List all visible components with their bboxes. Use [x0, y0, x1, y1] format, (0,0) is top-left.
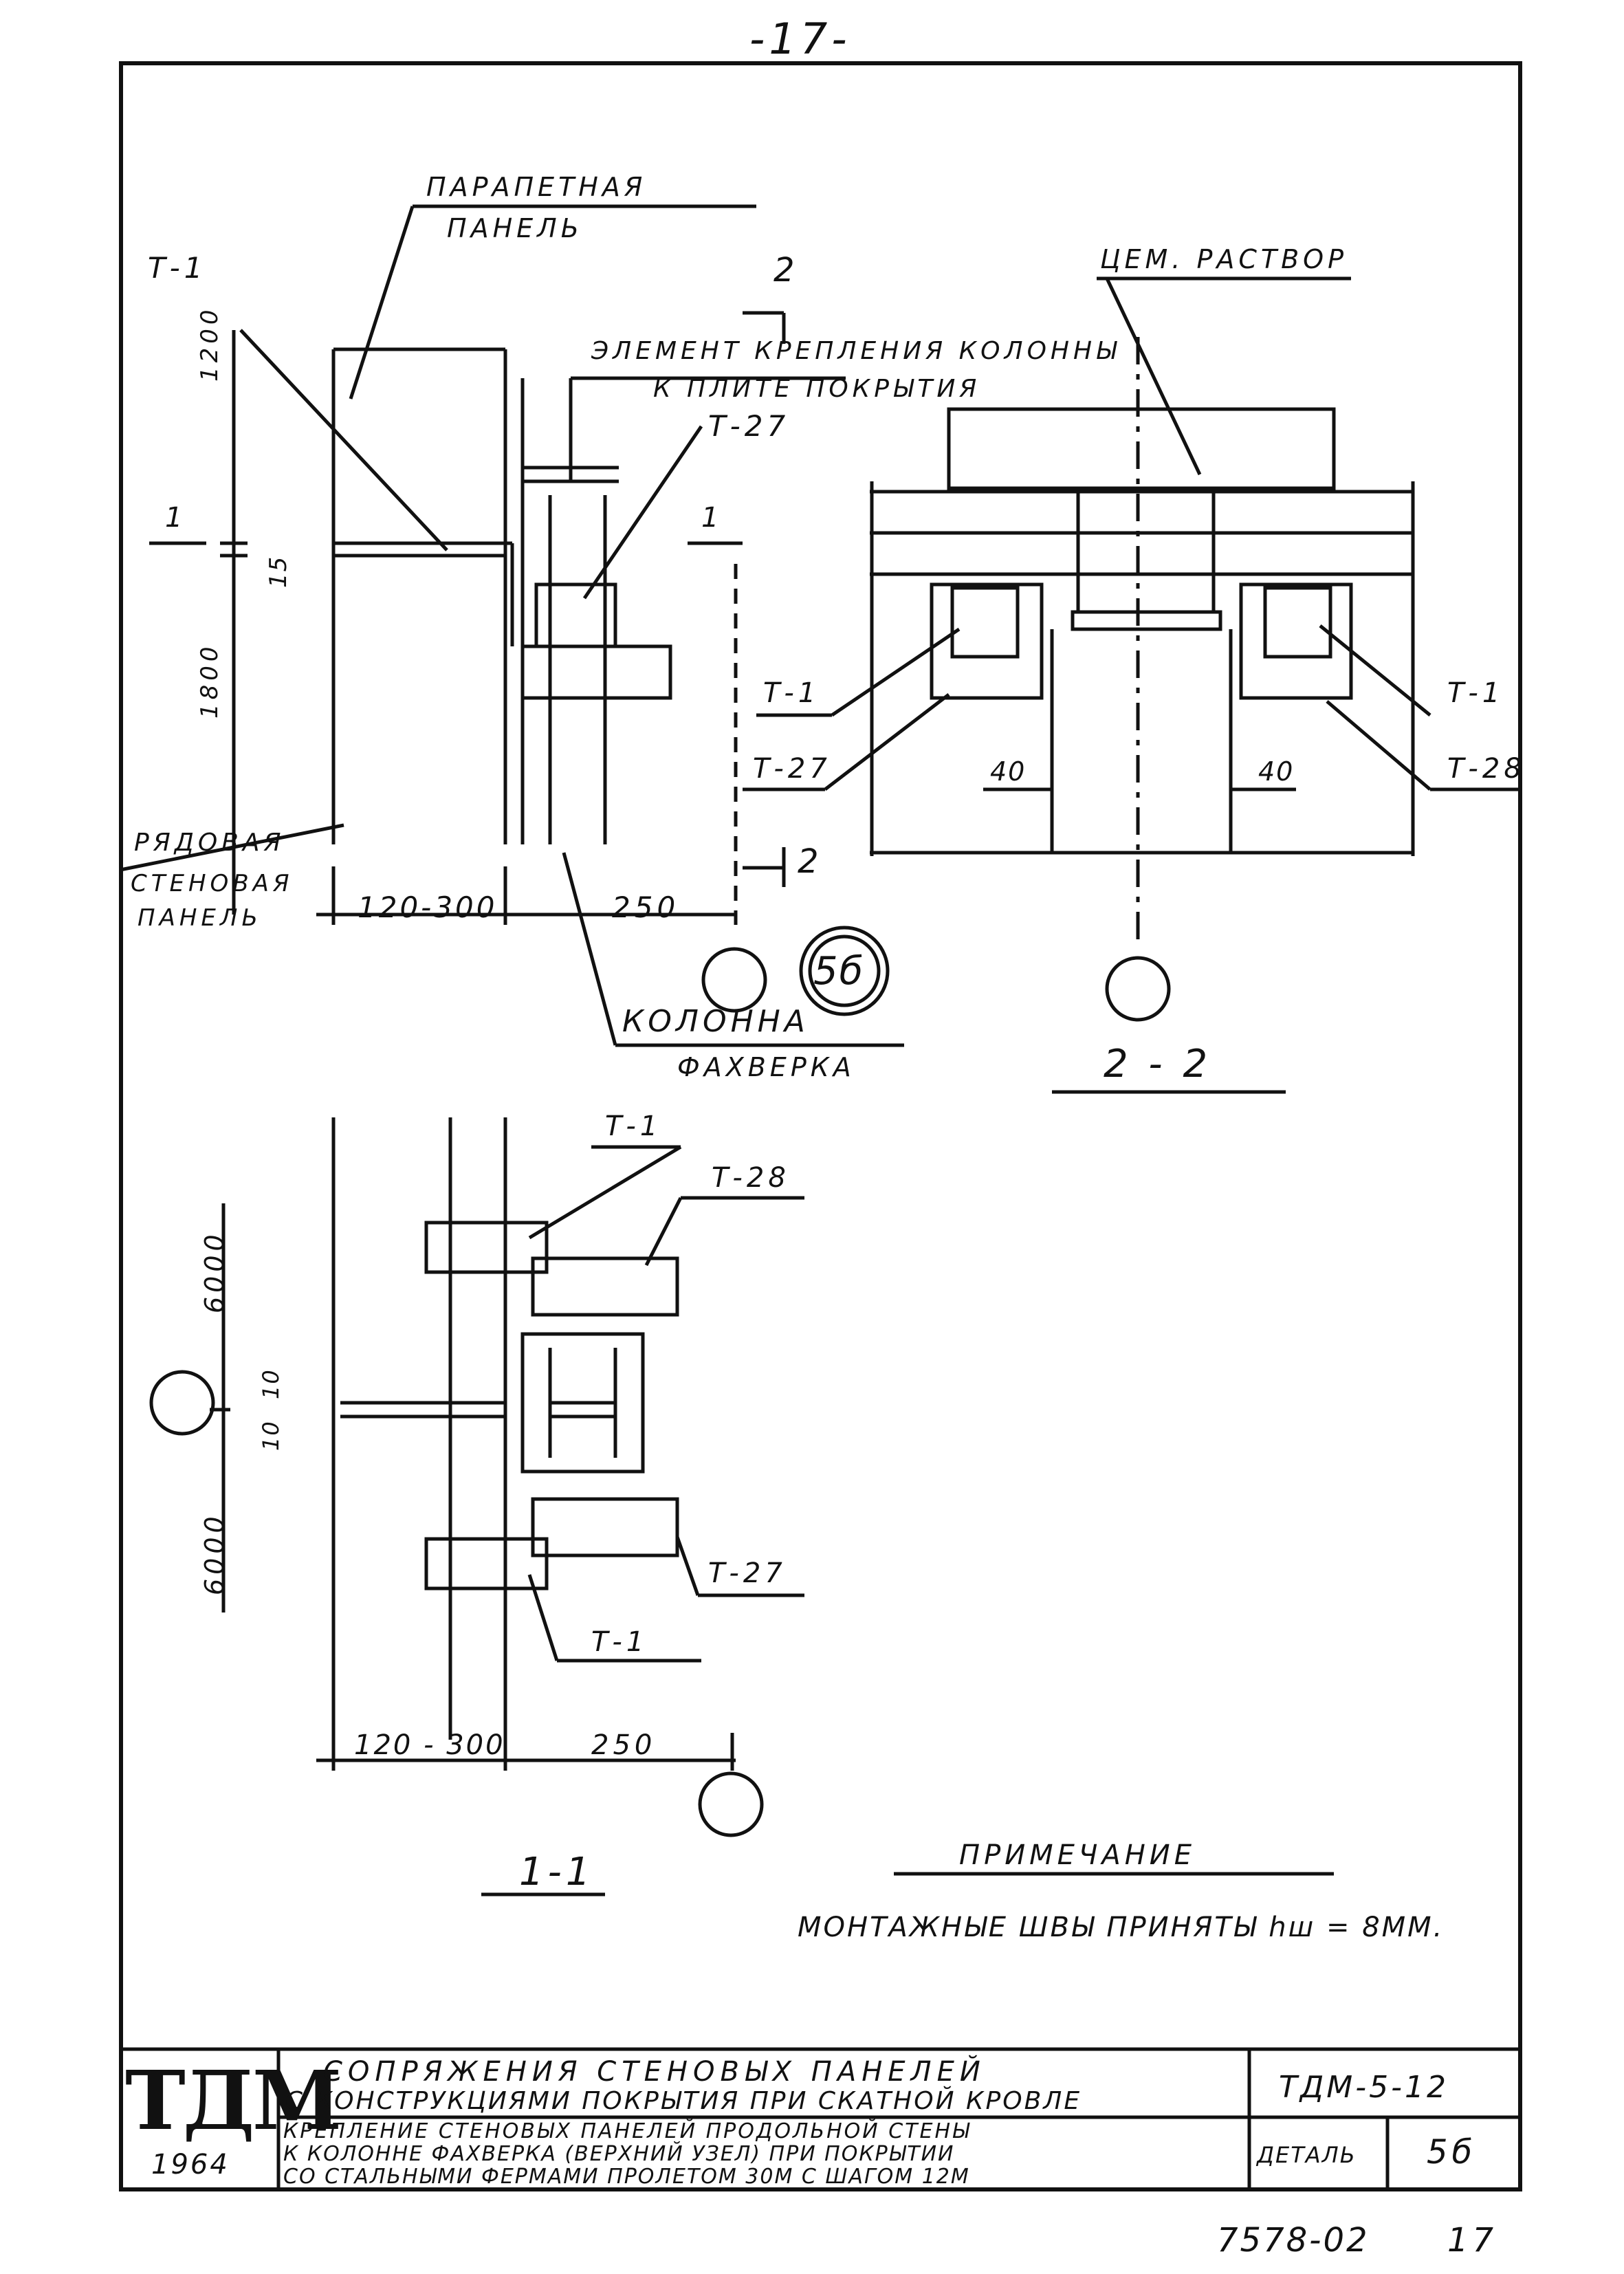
label-t1-2-2-left: Т-1 — [763, 677, 820, 709]
title-block-code: ТДМ-5-12 — [1279, 2070, 1449, 2105]
label-t27-1-1: Т-27 — [708, 1557, 787, 1589]
label-t1-1-1-top: Т-1 — [605, 1111, 662, 1142]
title-block-detail-label: ДЕТАЛЬ — [1257, 2142, 1357, 2168]
main-elevation-geometry — [120, 204, 904, 1047]
dim-120-300-main: 120-300 — [358, 890, 498, 924]
title-block-detail-value: 5б — [1427, 2133, 1477, 2172]
label-element-line-1: ЭЛЕМЕНТ КРЕПЛЕНИЯ КОЛОННЫ — [591, 337, 1121, 365]
label-t1-1-1-bottom: Т-1 — [591, 1626, 648, 1658]
label-element-line-2: К ПЛИТЕ ПОКРЫТИЯ — [653, 375, 981, 403]
detail-badge: 5б — [813, 949, 865, 994]
detail-badge-ring-outer — [799, 926, 890, 1016]
axis-bubble-main — [701, 947, 767, 1013]
desc-line-2: К КОЛОННЕ ФАХВЕРКА (ВЕРХНИЙ УЗЕЛ) ПРИ ПО… — [283, 2142, 955, 2166]
label-t27-2-2: Т-27 — [753, 753, 831, 785]
label-mortar: ЦЕМ. РАСТВОР — [1100, 244, 1348, 274]
dim-120-300-1-1: 120 - 300 — [354, 1729, 505, 1761]
dim-15: 15 — [265, 555, 292, 588]
section-1-1-geometry — [149, 1117, 804, 1896]
note-text: МОНТАЖНЫЕ ШВЫ ПРИНЯТЫ hш = 8ММ. — [798, 1912, 1445, 1943]
dim-40-right: 40 — [1258, 756, 1295, 787]
axis-bubble-1-1-left — [149, 1370, 215, 1436]
label-column-line-2: ФАХВЕРКА — [677, 1052, 855, 1082]
section-mark-2-top: 2 — [773, 251, 799, 289]
dim-1800: 1800 — [196, 642, 223, 719]
dim-6000-top: 6000 — [199, 1230, 230, 1313]
label-row-panel-line-3: ПАНЕЛЬ — [138, 904, 262, 932]
label-t27-main: Т-27 — [708, 409, 790, 443]
label-column-line-1: КОЛОННА — [622, 1004, 809, 1039]
desc-line-1: КРЕПЛЕНИЕ СТЕНОВЫХ ПАНЕЛЕЙ ПРОДОЛЬНОЙ СТ… — [283, 2119, 972, 2143]
archive-code: 7578-02 — [1217, 2221, 1370, 2260]
label-t1-main: Т-1 — [148, 251, 207, 285]
title-line-1: СОПРЯЖЕНИЯ СТЕНОВЫХ ПАНЕЛЕЙ — [323, 2056, 986, 2088]
dim-40-left: 40 — [990, 756, 1027, 787]
title-block-year: 1964 — [151, 2149, 230, 2180]
axis-bubble-1-1-bottom — [698, 1771, 764, 1837]
section-2-2-geometry — [743, 276, 1519, 1094]
dim-10-top: 10 — [258, 1368, 284, 1399]
section-mark-1-right: 1 — [701, 502, 723, 534]
page-number-bottom: 17 — [1447, 2221, 1498, 2260]
dim-1200: 1200 — [196, 305, 223, 382]
dim-10-bottom: 10 — [258, 1420, 284, 1451]
detail-badge-ring-inner — [808, 934, 881, 1007]
desc-line-3: СО СТАЛЬНЫМИ ФЕРМАМИ ПРОЛЕТОМ 30М С ШАГО… — [283, 2165, 970, 2189]
dim-250-main: 250 — [612, 890, 680, 924]
title-line-2: С КОНСТРУКЦИЯМИ ПОКРЫТИЯ ПРИ СКАТНОЙ КРО… — [285, 2087, 1082, 2115]
label-t1-2-2-right: Т-1 — [1447, 677, 1504, 709]
axis-bubble-2-2 — [1105, 956, 1171, 1022]
sheet-frame — [119, 61, 1522, 2191]
dim-6000-bottom: 6000 — [199, 1512, 230, 1595]
section-mark-1-left: 1 — [165, 502, 187, 534]
page-number-top: -17- — [749, 14, 851, 64]
label-t28-2-2: Т-28 — [1447, 753, 1526, 785]
label-t28-1-1: Т-28 — [712, 1162, 790, 1194]
title-block-logo: ТДМ — [125, 2053, 342, 2148]
label-parapet-line-1: ПАРАПЕТНАЯ — [426, 172, 647, 202]
label-row-panel-line-2: СТЕНОВАЯ — [131, 870, 294, 897]
section-mark-2-bottom: 2 — [798, 842, 823, 881]
dim-250-1-1: 250 — [591, 1729, 657, 1761]
label-row-panel-line-1: РЯДОВАЯ — [134, 829, 285, 857]
section-2-2-title: 2 - 2 — [1104, 1042, 1212, 1086]
label-parapet-line-2: ПАНЕЛЬ — [447, 213, 583, 243]
section-1-1-title: 1-1 — [519, 1850, 595, 1894]
note-heading: ПРИМЕЧАНИЕ — [959, 1839, 1196, 1871]
